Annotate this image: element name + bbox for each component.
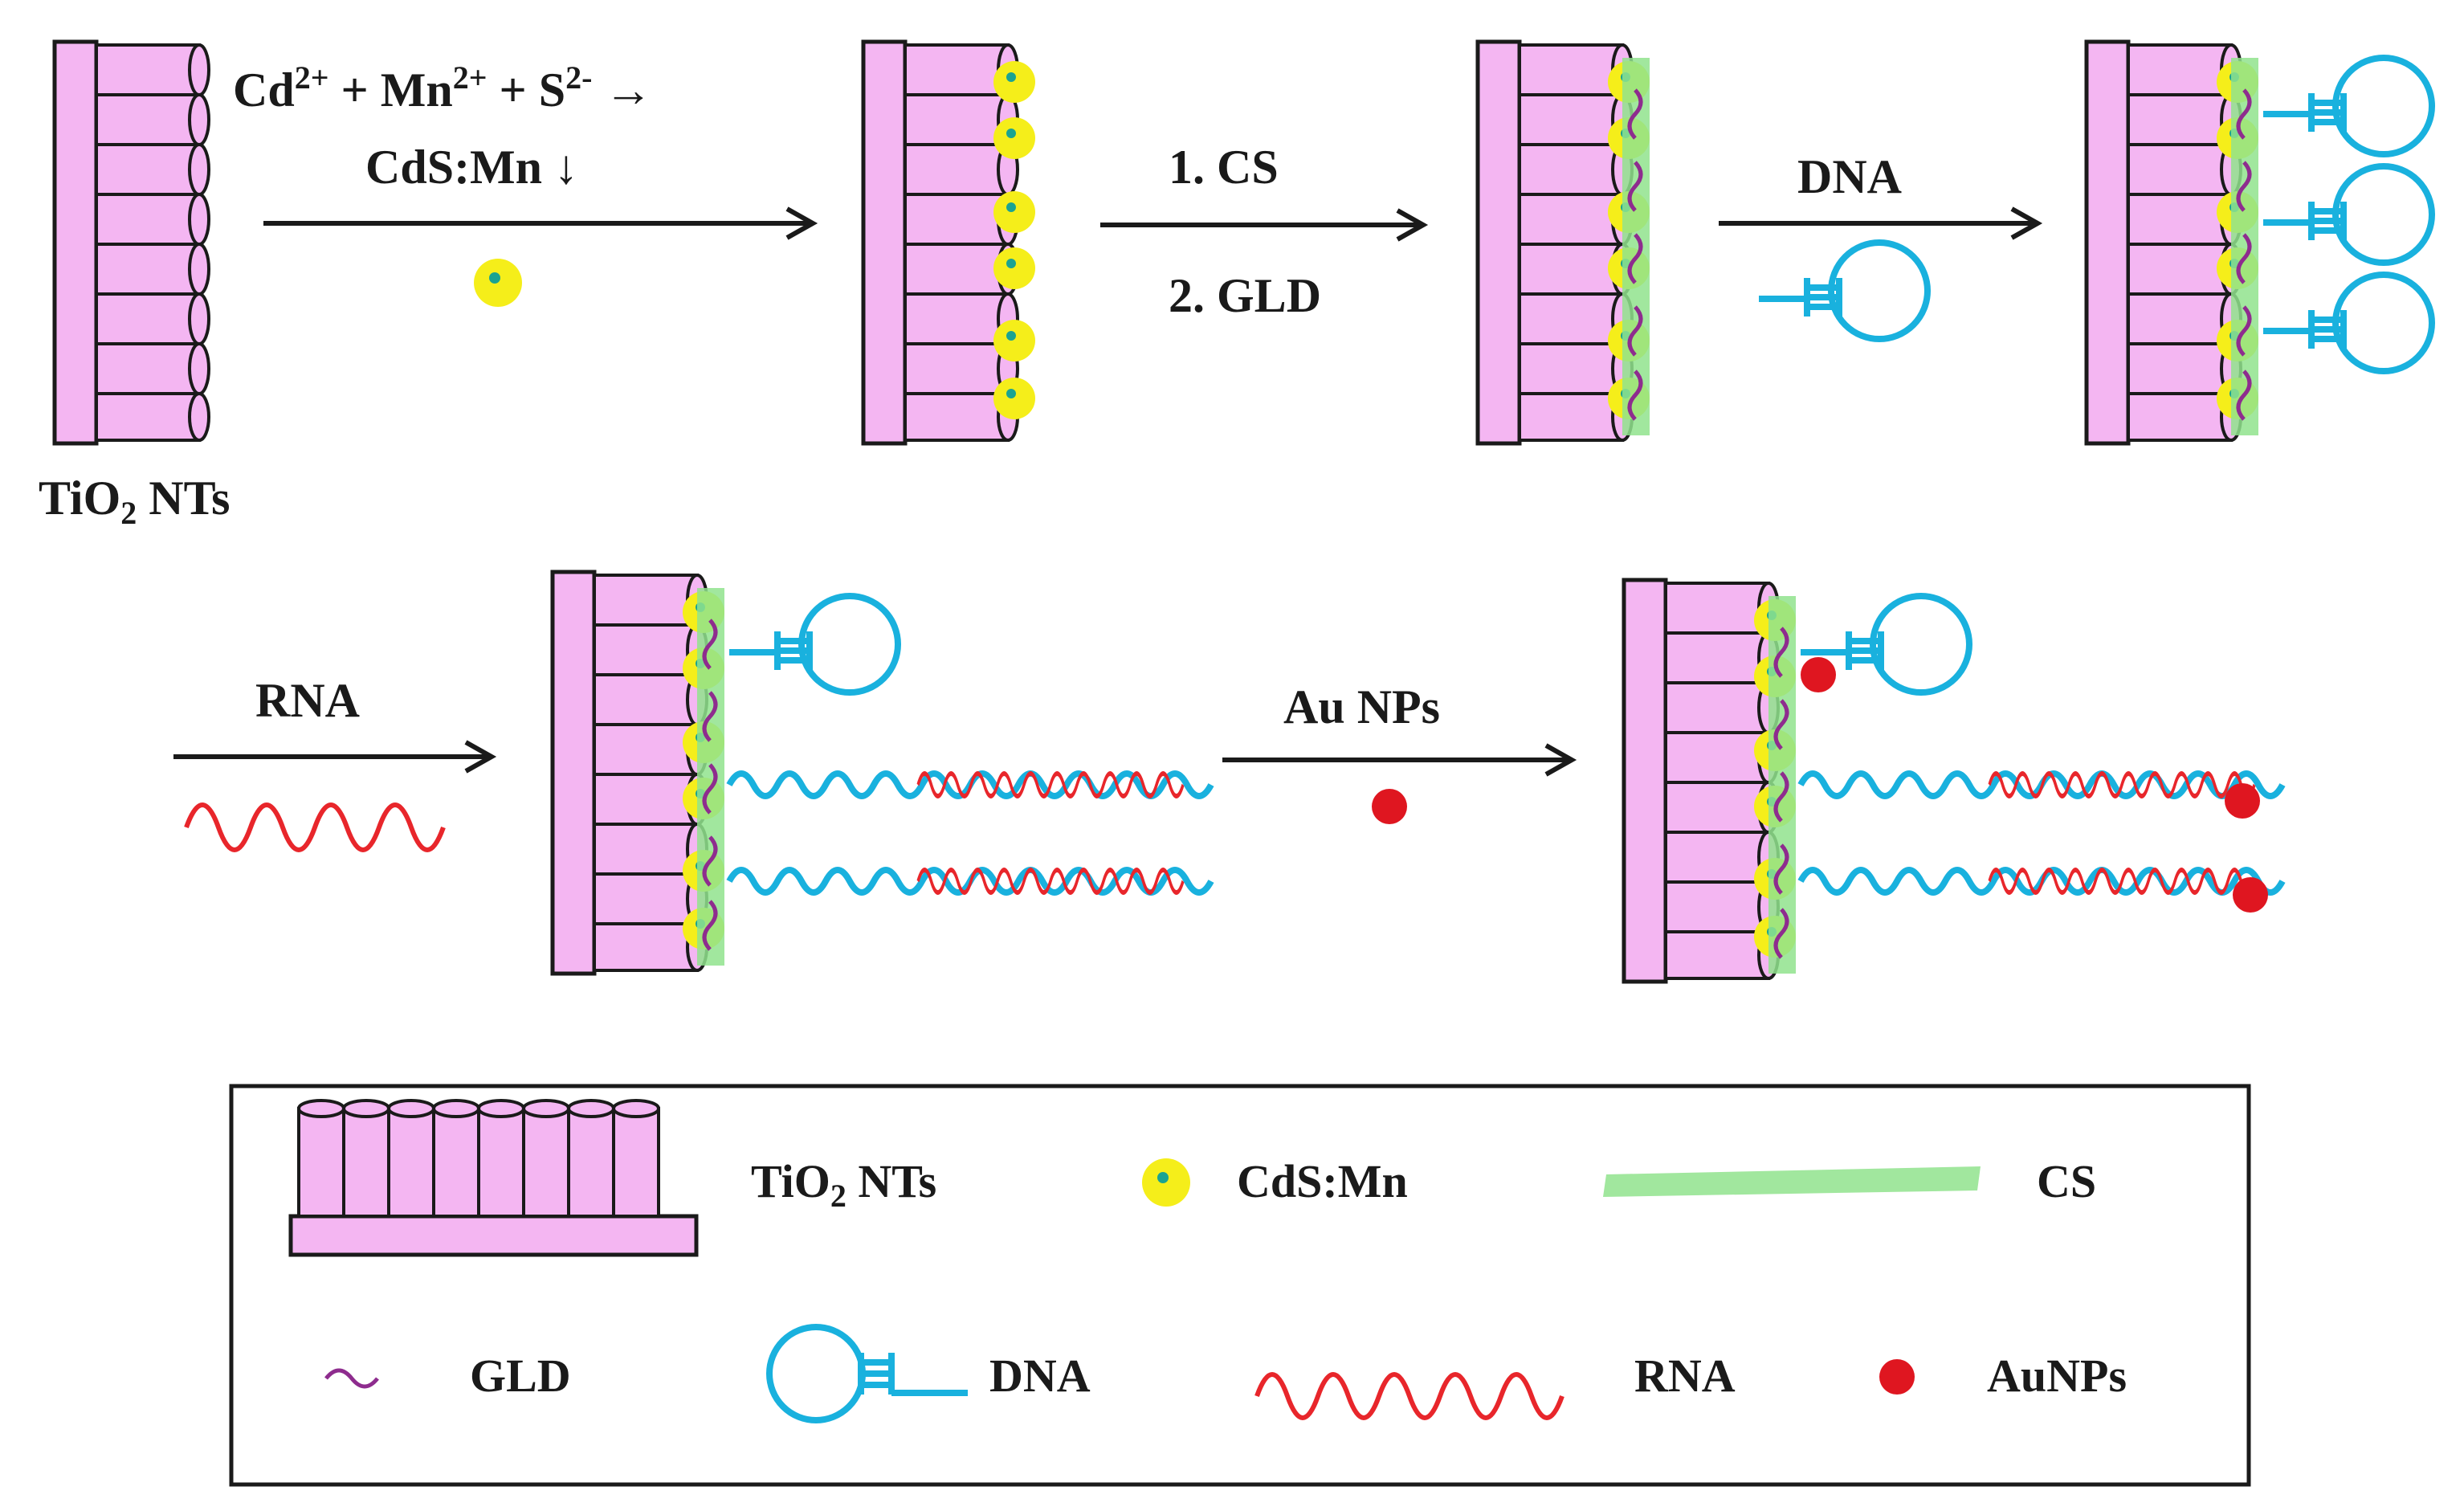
legend-tio2-label: TiO2 NTs (751, 1155, 936, 1214)
electrode-rna (553, 572, 1211, 974)
legend-cs-icon (1603, 1166, 1981, 1197)
label-step-dna: DNA (1797, 150, 1902, 203)
legend-dna-icon (766, 1324, 968, 1423)
label-tio2-nts: TiO2 NTs (39, 472, 230, 531)
legend-cs-label: CS (2037, 1155, 2096, 1207)
electrode-cdsmn (863, 42, 1035, 443)
legend-box (229, 1084, 2251, 1487)
arrow-step4 (173, 740, 497, 774)
legend-cdsmn-icon (1142, 1158, 1190, 1207)
label-reaction-line2: CdS:Mn ↓ (365, 141, 578, 194)
cdsmn-dot-reagent (474, 259, 522, 307)
electrode-bare (55, 42, 210, 443)
electrode-dna (2087, 42, 2432, 443)
legend-dna-label: DNA (989, 1350, 1091, 1402)
label-step-cs: 1. CS (1169, 141, 1279, 194)
rna-strand-reagent (184, 802, 446, 852)
legend-aunps-icon (1879, 1359, 1915, 1395)
electrode-au (1624, 580, 2282, 982)
legend-gld-icon (324, 1368, 379, 1389)
label-step-gld: 2. GLD (1169, 269, 1321, 322)
label-step-rna: RNA (255, 674, 360, 727)
arrow-step2 (1100, 208, 1429, 242)
arrow-step1 (263, 206, 818, 240)
legend-cdsmn-label: CdS:Mn (1237, 1155, 1408, 1207)
legend-tio2-icon (288, 1099, 699, 1257)
legend-rna-icon (1254, 1372, 1564, 1420)
electrode-cs-gld (1478, 42, 1650, 443)
au-np-reagent (1372, 789, 1407, 824)
arrow-step5 (1222, 743, 1577, 777)
label-step-au: Au NPs (1283, 680, 1440, 733)
arrow-step3 (1719, 206, 2043, 240)
hairpin-dna-reagent (1759, 243, 1928, 339)
label-reaction-line1: Cd2+ + Mn2+ + S2- → (233, 59, 652, 116)
legend-gld-label: GLD (470, 1350, 571, 1402)
legend-rna-label: RNA (1634, 1350, 1736, 1402)
legend-aunps-label: AuNPs (1987, 1350, 2127, 1402)
